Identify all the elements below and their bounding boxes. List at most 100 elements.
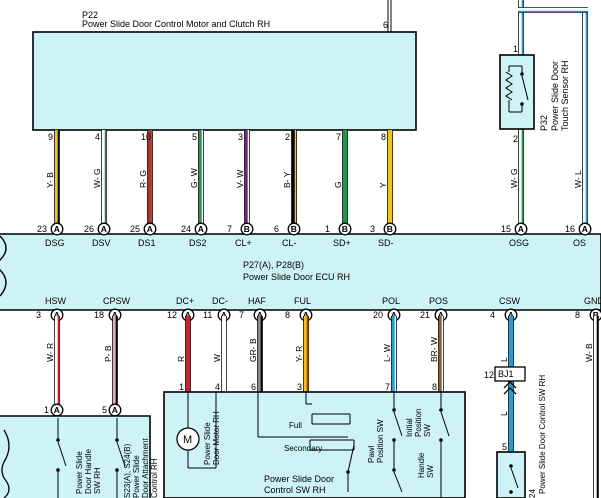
attachment-connector-id: S23(A), S24(B) [123,443,132,498]
svg-text:B: B [387,224,393,234]
ecu-pin-number: 12 [167,310,177,320]
ecu-signal-name: SD+ [333,238,351,248]
svg-text:A: A [147,224,153,234]
wire-color-label: R [176,356,186,362]
full-label: Full [289,421,302,430]
wire-osg [518,129,524,228]
wire-os-horizontal [518,7,588,14]
pawl-sw-line1: Pawl [367,445,376,463]
wire-color-label: W- L [573,170,583,188]
dest-pin-number: 7 [385,382,390,392]
ecu-pin-number: 3 [370,224,375,234]
p22-pin-9: 9 [48,132,53,142]
handle-sw2-line1: Handle [417,452,426,478]
wire-ds1 [146,130,154,228]
svg-text:A: A [221,310,227,320]
ecu-terminal-sd+: B [338,222,352,236]
ecu-signal-name: OSG [509,238,529,248]
control-sw-name-line1: Power Slide Door [264,474,334,484]
wire-cl- [290,130,298,228]
svg-text:B: B [593,310,599,320]
ecu-signal-name: POS [429,296,448,306]
ecu-pin-number: 3 [36,310,41,320]
initial-sw-line3: SW [423,424,432,437]
wire-dc+ [184,316,192,392]
ecu-pin-number: 21 [420,310,430,320]
ecu-signal-name: CSW [499,296,521,306]
wire-color-label: G- W [189,168,199,188]
svg-text:A: A [508,310,514,320]
wire-color-label: G [333,181,343,188]
svg-text:A: A [54,310,60,320]
wire-color-label: R- G [138,170,148,188]
wire-cpsw [112,316,118,410]
ecu-signal-name: SD- [378,238,394,248]
ecu-terminal-ds1: A [143,222,157,236]
wire-color-label: L [499,411,509,416]
ecu-pin-number: 24 [181,224,191,234]
ecu-signal-name: GND [584,296,601,306]
wire-color-label: Y- B [45,172,55,188]
ecu-pin-number: 6 [274,224,279,234]
wire-color-label: W- B [584,343,594,362]
dest-pin-number: 1 [44,405,49,415]
dest-terminal: A [50,403,64,417]
touch-sensor-component: 1 2 P32 Power Slide Door Touch Sensor RH [499,44,570,144]
svg-text:A: A [54,224,60,234]
wire-sd- [386,130,394,228]
ecu-signal-name: CPSW [103,296,131,306]
ecu-signal-name: DS2 [189,238,207,248]
ecu-pin-number: 7 [239,310,244,320]
p32-connector-id: P32 [539,115,549,131]
ecu-pin-number: 7 [227,224,232,234]
ecu-signal-name: CL- [282,238,297,248]
svg-text:B: B [342,224,348,234]
ecu-pin-number: 25 [130,224,140,234]
ecu-pin-number: 15 [501,224,511,234]
ecu-pin-number: 8 [285,310,290,320]
ecu-signal-name: POL [382,296,400,306]
control-sw-name-line2: Control SW RH [264,485,326,495]
p32-name-line2: Touch Sensor RH [560,60,570,131]
dest-pin-number: 1 [179,382,184,392]
handle-sw2-line2: SW [426,465,435,478]
ecu-top-terminals: A23DSGA26DSVA25DS1A24DS2B7CL+B6CL-B1SD+B… [37,222,592,248]
control-sw-id-fragment: 24 [528,489,537,498]
ecu-terminal-dsv: A [97,222,111,236]
ecu-pin-number: 23 [37,224,47,234]
wire-os [582,10,588,228]
ecu-signal-name: HSW [45,296,67,306]
wire-color-label: GR- B [248,338,258,362]
ecu-component: P27(A), P28(B) Power Slide Door ECU RH [0,233,601,311]
ecu-terminal-ds2: A [194,222,208,236]
p22-pin-4: 4 [95,132,100,142]
svg-text:A: A [303,310,309,320]
wire-color-label: P- B [103,345,113,362]
svg-text:A: A [438,310,444,320]
ecu-pin-number: 4 [490,310,495,320]
bj1-pin: 12 [484,370,494,380]
dest-pin-number: 4 [215,382,220,392]
wire-pol [390,316,398,392]
handle-sw-name-line3: SW RH [93,467,102,494]
p22-pin-5: 5 [192,132,197,142]
handle-sw-name-line1: Power Slide [75,451,84,494]
p32-name-line1: Power Slide Door [550,61,560,131]
dest-pin-number: 5 [102,405,107,415]
handle-switch-component: Power Slide Door Handle SW RH Power Slid… [0,415,159,498]
svg-text:A: A [101,224,107,234]
ecu-pin-number: 18 [94,310,104,320]
pawl-sw-line2: Position SW [376,419,385,463]
ecu-signal-name: CL+ [235,238,252,248]
wire-pos [437,316,445,392]
wire-color-label: L- W [382,344,392,362]
ecu-terminal-cl+: B [240,222,254,236]
control-sw-name: Power Slide Door Control SW RH [538,375,547,494]
wire-haf [256,316,264,392]
wire-color-label: V- W [235,170,245,188]
wire-dsg [54,130,60,228]
secondary-label: Secondary [284,444,322,453]
p22-connector-id: P22 [82,10,98,20]
